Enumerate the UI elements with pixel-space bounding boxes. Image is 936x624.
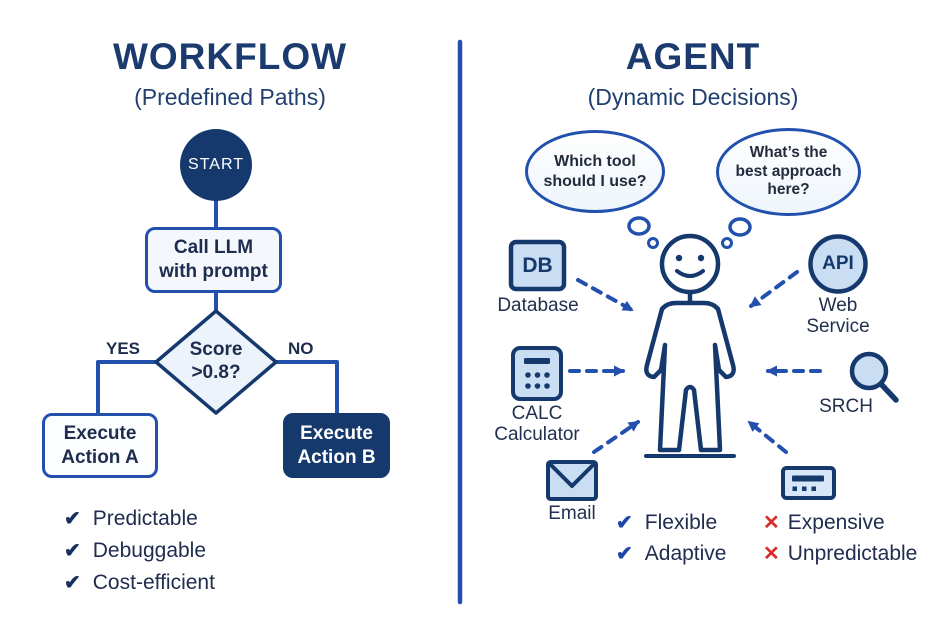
api-icon-text: API xyxy=(822,253,854,274)
x-icon: ✕ xyxy=(763,543,780,565)
terminal-arrow xyxy=(747,420,788,454)
agent-title: AGENT xyxy=(625,36,761,77)
search-label: SRCH xyxy=(819,396,873,417)
email-label: Email xyxy=(548,503,596,524)
action-b-box: Execute Action B xyxy=(283,413,390,478)
workflow-subtitle: (Predefined Paths) xyxy=(134,84,326,110)
db-arrow xyxy=(576,278,634,312)
start-node-circle xyxy=(180,129,252,201)
workflow-pro-item: ✔ Debuggable xyxy=(64,538,207,563)
no-label: NO xyxy=(288,339,314,358)
thought-bubble-2: What’s the best approach here? xyxy=(716,128,861,216)
workflow-title: WORKFLOW xyxy=(112,36,348,77)
api-icon xyxy=(808,234,868,294)
email-arrow xyxy=(592,420,640,454)
agent-con-item: ✕ Expensive xyxy=(763,510,885,535)
flowchart-connectors xyxy=(96,198,339,416)
bubble-tails xyxy=(627,216,752,249)
workflow-pro-item: ✔ Predictable xyxy=(64,506,198,531)
smile xyxy=(675,269,705,278)
calculator-icon xyxy=(511,346,563,401)
check-icon: ✔ xyxy=(616,512,633,534)
api-arrow xyxy=(749,270,799,308)
decision-diamond xyxy=(154,309,278,415)
db-icon-text: DB xyxy=(522,253,553,277)
yes-label: YES xyxy=(106,339,141,358)
x-icon: ✕ xyxy=(763,512,780,534)
terminal-icon xyxy=(781,466,836,500)
database-icon xyxy=(508,239,567,292)
check-icon: ✔ xyxy=(616,543,633,565)
thought-bubble-1: Which tool should I use? xyxy=(525,130,665,213)
start-node-label: START xyxy=(188,156,244,173)
agent-pro-item: ✔ Flexible xyxy=(616,510,718,535)
tool-arrows xyxy=(568,270,822,454)
calculator-label: CALC Calculator xyxy=(494,403,580,445)
check-icon: ✔ xyxy=(64,540,81,562)
web-service-label: Web Service xyxy=(806,295,870,337)
agent-subtitle: (Dynamic Decisions) xyxy=(587,84,799,110)
agent-con-item: ✕ Unpredictable xyxy=(763,541,918,566)
search-icon xyxy=(849,351,899,403)
agent-pro-item: ✔ Adaptive xyxy=(616,541,727,566)
decision-text: Score >0.8? xyxy=(189,339,243,383)
person-figure xyxy=(644,233,736,458)
action-a-box: Execute Action A xyxy=(42,413,158,478)
llm-box: Call LLM with prompt xyxy=(145,227,282,293)
database-label: Database xyxy=(497,295,579,316)
check-icon: ✔ xyxy=(64,508,81,530)
workflow-pro-item: ✔ Cost-efficient xyxy=(64,570,215,595)
email-icon xyxy=(546,460,598,501)
check-icon: ✔ xyxy=(64,572,81,594)
